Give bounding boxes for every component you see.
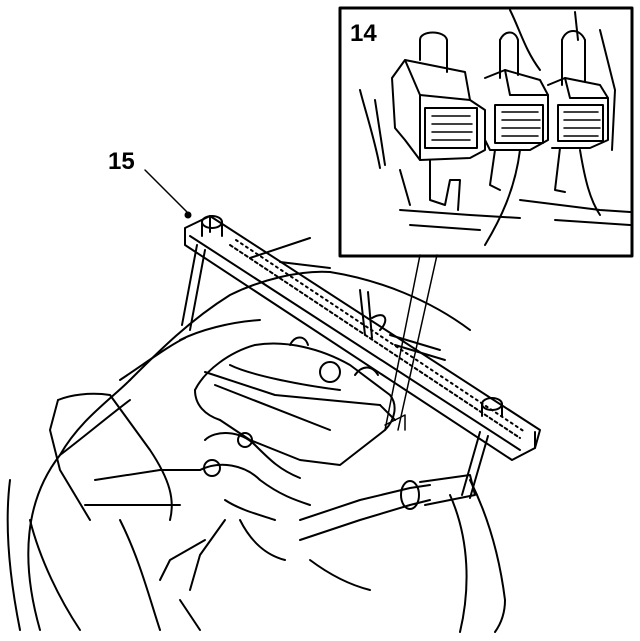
engine-block [159, 336, 476, 591]
callout-15-label: 15 [108, 148, 135, 175]
car-body-outline [6, 270, 506, 633]
callout-14-label: 14 [350, 20, 377, 47]
leader-lines [144, 169, 438, 431]
detail-inset [338, 6, 634, 258]
engine-support-bar [181, 215, 541, 499]
